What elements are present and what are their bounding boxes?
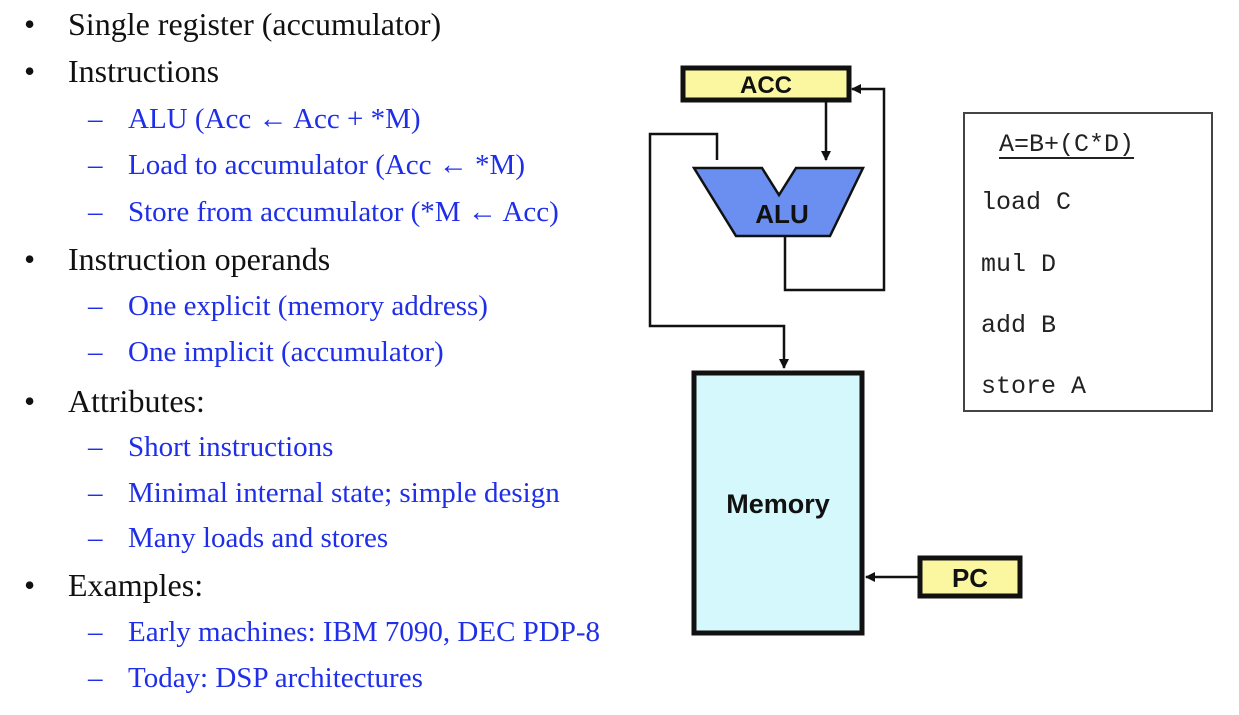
pc-label: PC xyxy=(952,563,988,593)
sub-text: Minimal internal state; simple design xyxy=(128,477,560,509)
bullet-icon: • xyxy=(24,53,36,89)
bullet-text: Instructions xyxy=(68,53,220,89)
dash-icon: – xyxy=(88,662,103,694)
code-line: mul D xyxy=(981,250,1057,279)
bullet-text: Examples: xyxy=(68,567,204,603)
sub-text: Load to accumulator (Acc ← *M) xyxy=(128,149,525,181)
dash-icon: – xyxy=(88,431,103,463)
bullet-icon: • xyxy=(24,567,36,603)
code-line: load C xyxy=(981,188,1072,217)
sub-text: Short instructions xyxy=(128,431,334,463)
dash-icon: – xyxy=(88,522,103,554)
dash-icon: – xyxy=(88,336,103,368)
bullet-icon: • xyxy=(24,241,36,277)
dash-icon: – xyxy=(88,477,103,509)
code-line: add B xyxy=(981,311,1057,340)
code-line: store A xyxy=(981,372,1087,401)
dash-icon: – xyxy=(88,196,103,228)
code-title: A=B+(C*D) xyxy=(999,130,1135,159)
alu-unit: ALU xyxy=(691,166,865,238)
dash-icon: – xyxy=(88,290,103,322)
alu-label: ALU xyxy=(755,199,808,229)
sub-text: Today: DSP architectures xyxy=(128,662,423,694)
bullet-text: Attributes: xyxy=(68,383,205,419)
bullet-text: Instruction operands xyxy=(68,241,331,277)
code-example-box: A=B+(C*D) load C mul D add B store A xyxy=(963,112,1213,412)
sub-text: Many loads and stores xyxy=(128,522,389,554)
dash-icon: – xyxy=(88,616,103,648)
acc-label: ACC xyxy=(740,72,792,99)
pc-register: PC xyxy=(917,555,1023,599)
sub-text: One explicit (memory address) xyxy=(128,290,488,322)
sub-text: Store from accumulator (*M ← Acc) xyxy=(128,196,559,228)
dash-icon: – xyxy=(88,149,103,181)
wire-memory-to-alu xyxy=(783,84,886,292)
acc-register: ACC xyxy=(680,65,852,103)
bullet-icon: • xyxy=(24,383,36,419)
sub-text: Early machines: IBM 7090, DEC PDP-8 xyxy=(128,616,601,648)
bullet-text: Single register (accumulator) xyxy=(68,6,442,42)
bullet-icon: • xyxy=(24,6,36,42)
memory-label: Memory xyxy=(726,489,830,519)
dash-icon: – xyxy=(88,103,103,135)
memory-block: Memory xyxy=(691,370,865,636)
sub-text: One implicit (accumulator) xyxy=(128,336,444,368)
sub-text: ALU (Acc ← Acc + *M) xyxy=(128,103,421,135)
wire-memory-loop xyxy=(648,132,789,369)
